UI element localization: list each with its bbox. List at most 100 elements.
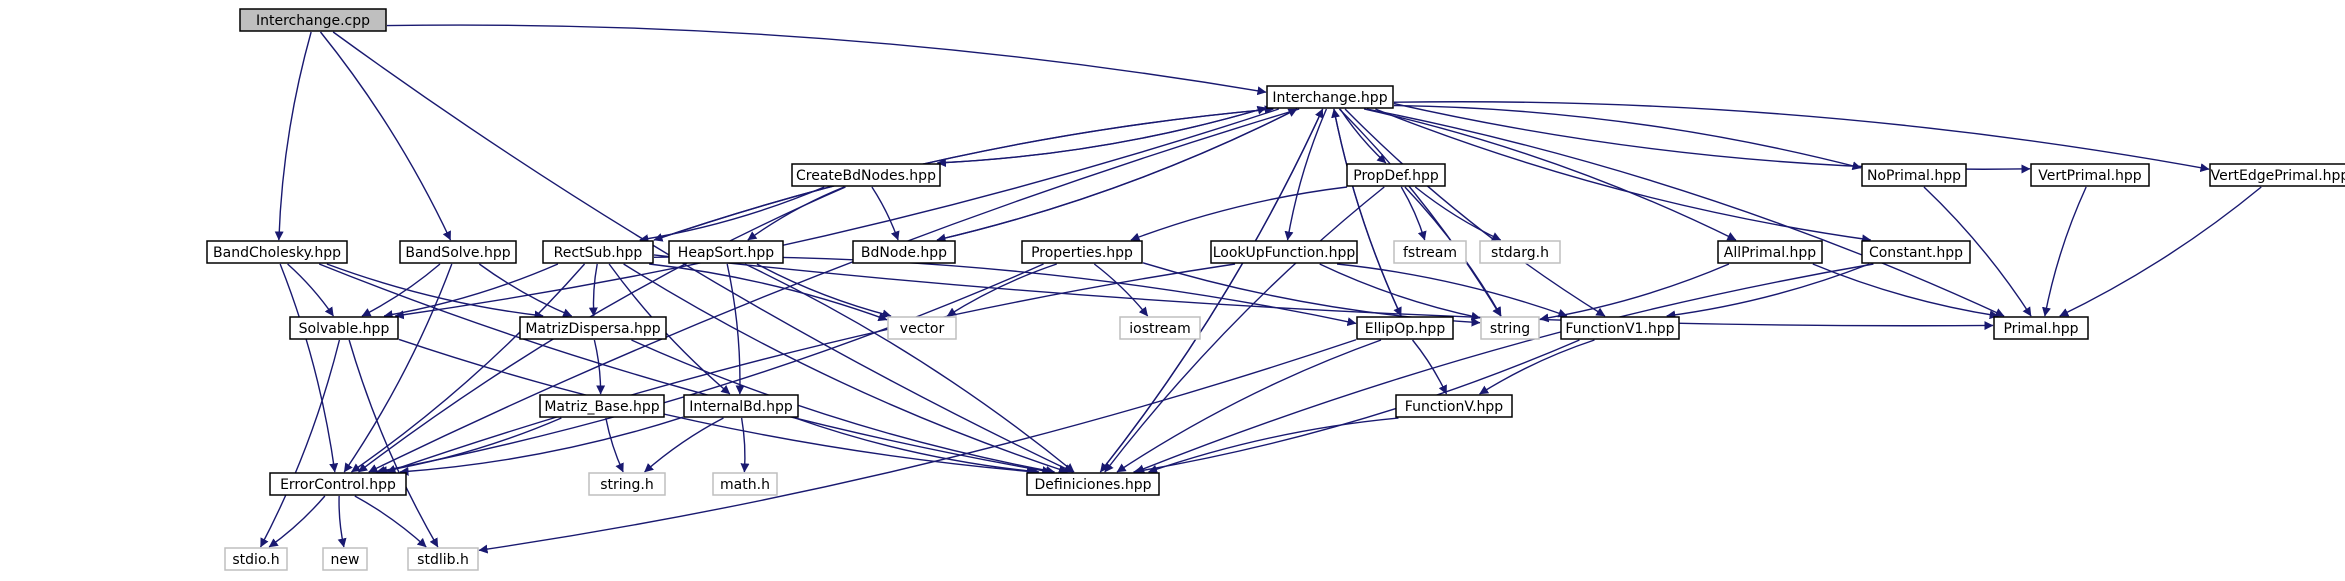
node-propdef[interactable]: PropDef.hpp: [1346, 163, 1446, 187]
edge-bandsolve-to-solvable: [361, 263, 441, 317]
node-box: [683, 394, 799, 418]
node-box: [791, 163, 941, 187]
edges-layer: [259, 24, 2262, 554]
node-box: [289, 316, 399, 340]
edge-definiciones-to-interchange_hpp: [1099, 108, 1324, 473]
node-vector: vector: [887, 316, 957, 340]
node-box: [2209, 163, 2345, 187]
edge-interchange_hpp-to-definiciones: [1099, 108, 1324, 473]
node-box: [668, 240, 784, 264]
node-allprimal[interactable]: AllPrimal.hpp: [1717, 240, 1823, 264]
node-vertedgeprimal[interactable]: VertEdgePrimal.hpp: [2209, 163, 2345, 187]
edge-errorcontrol-to-stdlibh: [354, 495, 427, 548]
edge-interchange_hpp-to-errorcontrol: [368, 108, 1300, 473]
edge-internalbd-to-definiciones: [794, 417, 1040, 476]
edge-ellipop-to-definiciones: [1116, 339, 1382, 473]
edge-matriz_base-to-errorcontrol: [378, 417, 562, 476]
node-box: [852, 240, 956, 264]
edge-errorcontrol-to-new: [337, 495, 347, 548]
node-string: string: [1480, 316, 1540, 340]
node-stringh: string.h: [588, 472, 666, 496]
edge-rectsub-to-vector: [649, 263, 888, 322]
node-label: stdlib.h: [417, 552, 469, 568]
node-label: stdio.h: [232, 552, 279, 568]
node-fstream: fstream: [1393, 240, 1467, 264]
edge-interchange_hpp-to-solvable: [394, 108, 1279, 320]
node-solvable[interactable]: Solvable.hpp: [289, 316, 399, 340]
node-box: [1356, 316, 1454, 340]
node-matriz_base[interactable]: Matriz_Base.hpp: [539, 394, 665, 418]
node-heapsort[interactable]: HeapSort.hpp: [668, 240, 784, 264]
node-label: LookUpFunction.hpp: [1213, 245, 1356, 261]
edge-rectsub-to-definiciones: [623, 263, 1068, 474]
node-box: [519, 316, 667, 340]
edge-interchange_hpp-to-createbdnodes: [936, 107, 1267, 168]
edge-vertprimal-to-primal: [2042, 186, 2087, 317]
node-errorcontrol[interactable]: ErrorControl.hpp: [269, 472, 407, 496]
edge-interchange_cpp-to-bandcholesky: [274, 31, 312, 241]
edge-interchange_hpp-to-primal: [1366, 108, 2005, 317]
edge-internalbd-to-mathh: [740, 417, 750, 473]
edge-solvable-to-stdioh: [259, 339, 341, 548]
node-stdarg: stdarg.h: [1479, 240, 1561, 264]
node-interchange_hpp[interactable]: Interchange.hpp: [1266, 85, 1394, 109]
node-primal[interactable]: Primal.hpp: [1993, 316, 2089, 340]
node-rectsub[interactable]: RectSub.hpp: [542, 240, 654, 264]
node-box: [269, 472, 407, 496]
node-ellipop[interactable]: EllipOp.hpp: [1356, 316, 1454, 340]
node-noprimal[interactable]: NoPrimal.hpp: [1861, 163, 1967, 187]
node-box: [1395, 394, 1513, 418]
edge-bdnode-to-interchange_hpp: [936, 108, 1298, 241]
edge-interchange_hpp-to-functionv1: [1344, 108, 1606, 317]
node-lookupfunction[interactable]: LookUpFunction.hpp: [1210, 240, 1358, 264]
node-vertprimal[interactable]: VertPrimal.hpp: [2030, 163, 2150, 187]
node-label: stdarg.h: [1491, 245, 1549, 261]
node-bdnode[interactable]: BdNode.hpp: [852, 240, 956, 264]
node-box: [1717, 240, 1823, 264]
node-box: [1479, 240, 1561, 264]
edge-createbdnodes-to-interchange_hpp: [937, 105, 1267, 164]
edge-lookupfunction-to-functionv1: [1336, 263, 1568, 318]
node-box: [1861, 163, 1967, 187]
node-box: [1393, 240, 1467, 264]
node-label: PropDef.hpp: [1353, 168, 1439, 184]
edge-bandsolve-to-errorcontrol: [343, 263, 453, 473]
node-label: Properties.hpp: [1031, 245, 1133, 261]
node-properties[interactable]: Properties.hpp: [1021, 240, 1143, 264]
node-box: [399, 240, 517, 264]
edge-matrizdispersa-to-definiciones: [631, 339, 1055, 475]
edge-solvable-to-definiciones: [398, 338, 1036, 476]
node-internalbd[interactable]: InternalBd.hpp: [683, 394, 799, 418]
node-label: CreateBdNodes.hpp: [796, 168, 936, 184]
node-label: RectSub.hpp: [554, 245, 643, 261]
node-box: [712, 472, 778, 496]
node-matrizdispersa[interactable]: MatrizDispersa.hpp: [519, 316, 667, 340]
node-label: Primal.hpp: [2003, 321, 2078, 337]
node-bandcholesky[interactable]: BandCholesky.hpp: [206, 240, 348, 264]
node-definiciones[interactable]: Definiciones.hpp: [1026, 472, 1160, 496]
edge-heapsort-to-vector: [756, 263, 892, 319]
node-stdioh: stdio.h: [224, 547, 288, 571]
edge-functionv1-to-functionv: [1479, 339, 1595, 395]
edge-interchange_hpp-to-bdnode: [936, 108, 1298, 243]
node-functionv1[interactable]: FunctionV1.hpp: [1560, 316, 1680, 340]
node-constant[interactable]: Constant.hpp: [1861, 240, 1971, 264]
edge-lookupfunction-to-errorcontrol: [386, 263, 1236, 474]
node-bandsolve[interactable]: BandSolve.hpp: [399, 240, 517, 264]
edge-constant-to-definiciones: [1135, 263, 1874, 474]
edge-rectsub-to-matrizdispersa: [588, 263, 598, 317]
edge-bandcholesky-to-matrizdispersa: [326, 263, 544, 320]
edge-functionv-to-definiciones: [1148, 417, 1399, 474]
node-interchange_cpp[interactable]: Interchange.cpp: [239, 8, 387, 32]
node-iostream: iostream: [1119, 316, 1201, 340]
node-box: [1119, 316, 1201, 340]
edge-interchange_cpp-to-interchange_hpp: [386, 24, 1267, 96]
node-box: [1861, 240, 1971, 264]
node-box: [1993, 316, 2089, 340]
node-createbdnodes[interactable]: CreateBdNodes.hpp: [791, 163, 941, 187]
edge-internalbd-to-stringh: [644, 417, 724, 473]
edge-propdef-to-definiciones: [1104, 186, 1385, 473]
node-functionv[interactable]: FunctionV.hpp: [1395, 394, 1513, 418]
node-label: string.h: [600, 477, 654, 493]
